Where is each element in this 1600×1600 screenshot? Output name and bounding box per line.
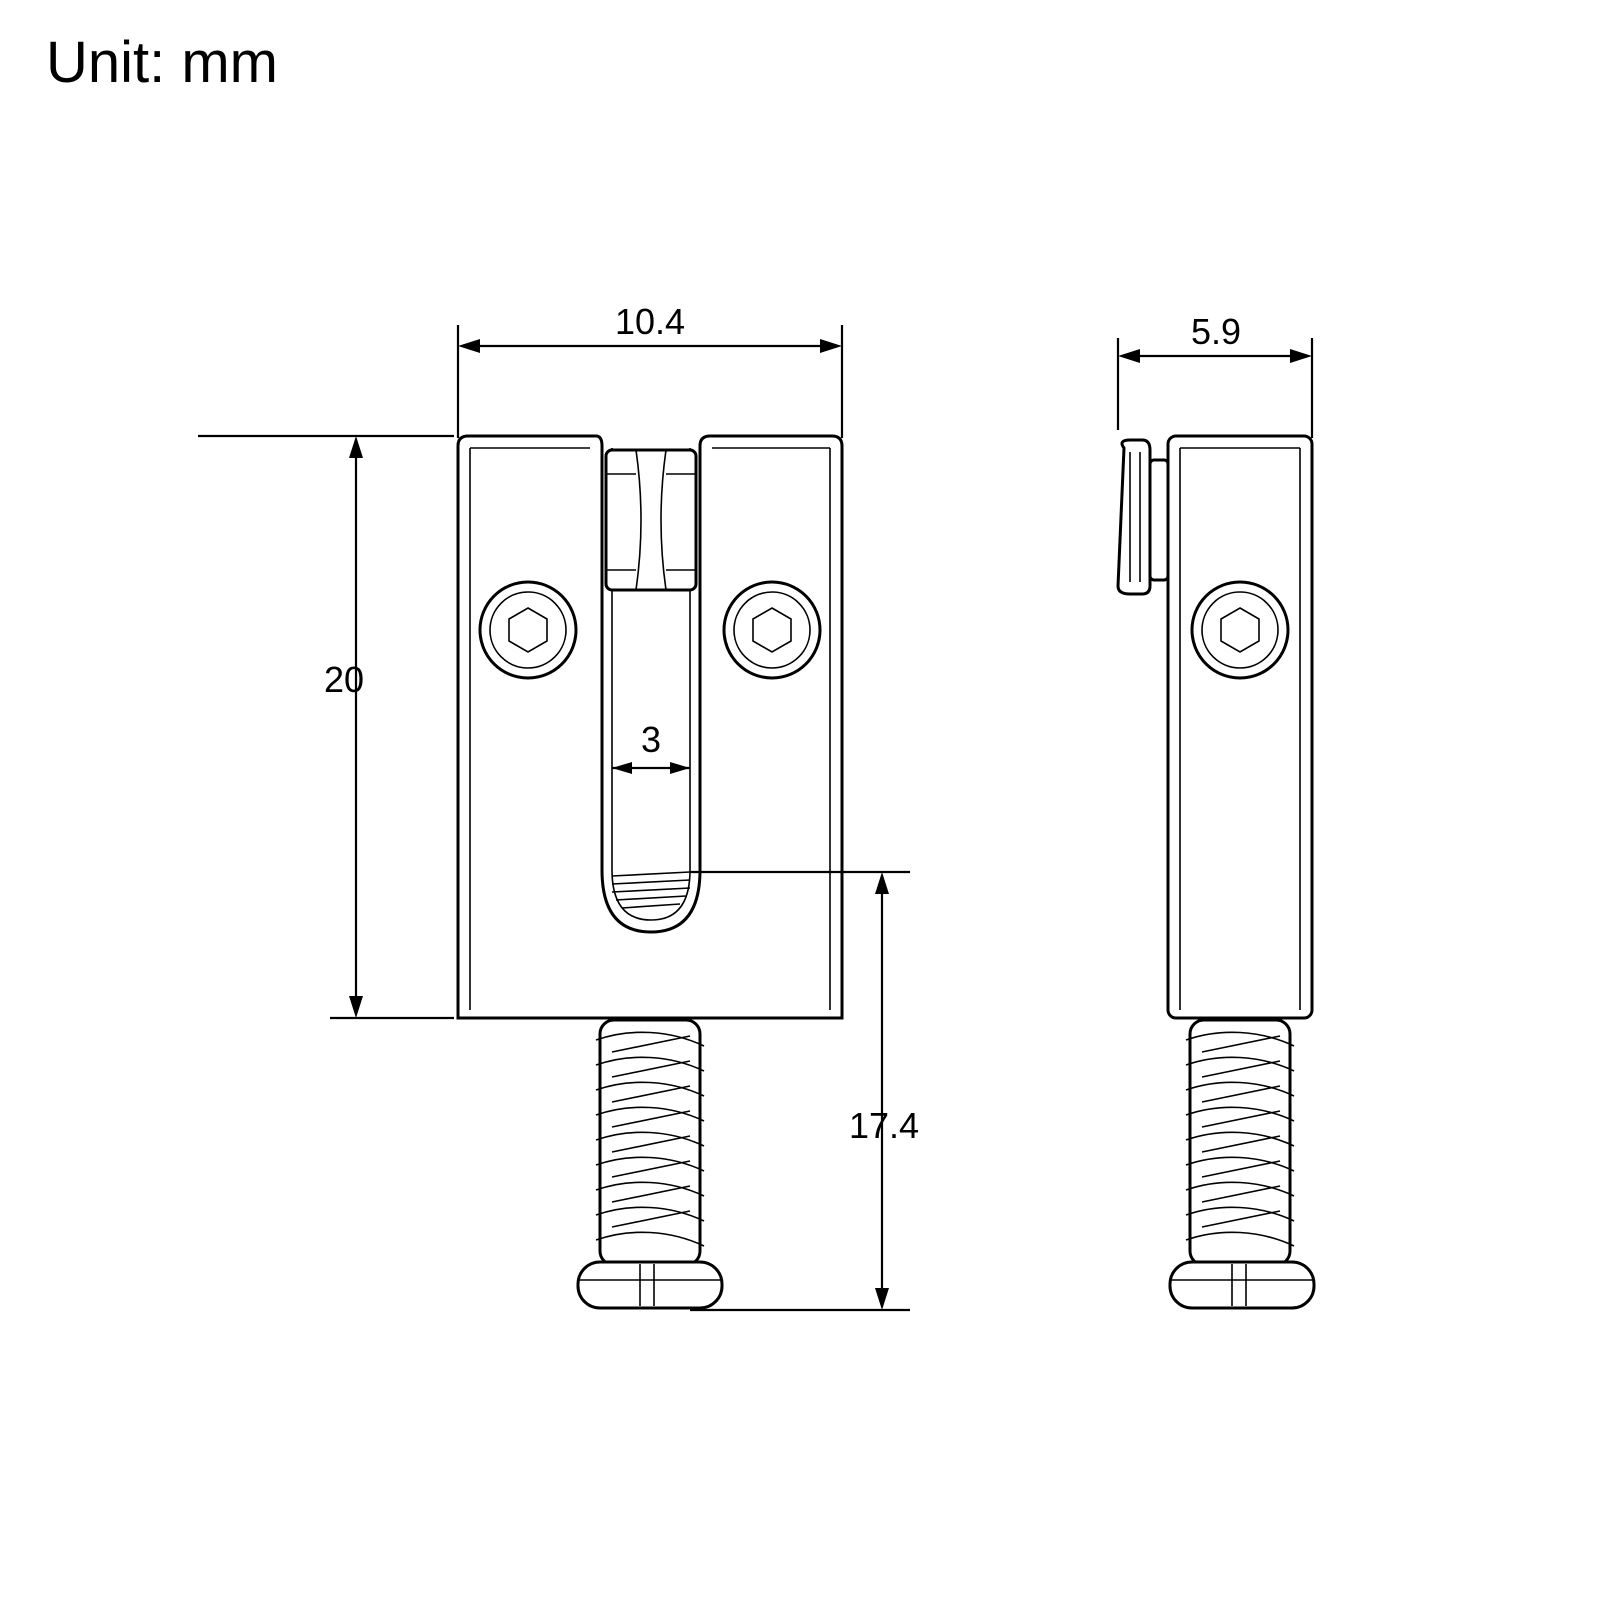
side-screw-head [1168,1260,1316,1310]
dim-side-width-label: 5.9 [1191,311,1241,352]
dim-screw-length-label: 17.4 [849,1105,919,1146]
dim-slot-width: 3 [612,719,690,774]
front-left-hex-screw [478,580,578,680]
side-view [1116,434,1316,1310]
dim-slot-width-label: 3 [641,719,661,760]
dim-body-height-label: 20 [324,659,364,700]
dim-screw-length: 17.4 [690,870,919,1312]
front-screw-head [576,1260,724,1310]
side-string-roller [1116,438,1170,596]
side-screw-thread [1185,1018,1295,1267]
side-hex-screw [1190,580,1290,680]
front-string-roller [604,448,698,592]
front-right-hex-screw [722,580,822,680]
dim-body-height: 20 [198,434,454,1020]
front-screw-thread [595,1018,705,1267]
unit-label: Unit: mm [46,30,278,95]
dim-front-width-label: 10.4 [615,301,685,342]
side-saddle-body [1166,434,1314,1020]
front-slot-thread [611,871,691,909]
dim-side-width: 5.9 [1116,311,1314,438]
dim-front-width: 10.4 [456,301,844,438]
